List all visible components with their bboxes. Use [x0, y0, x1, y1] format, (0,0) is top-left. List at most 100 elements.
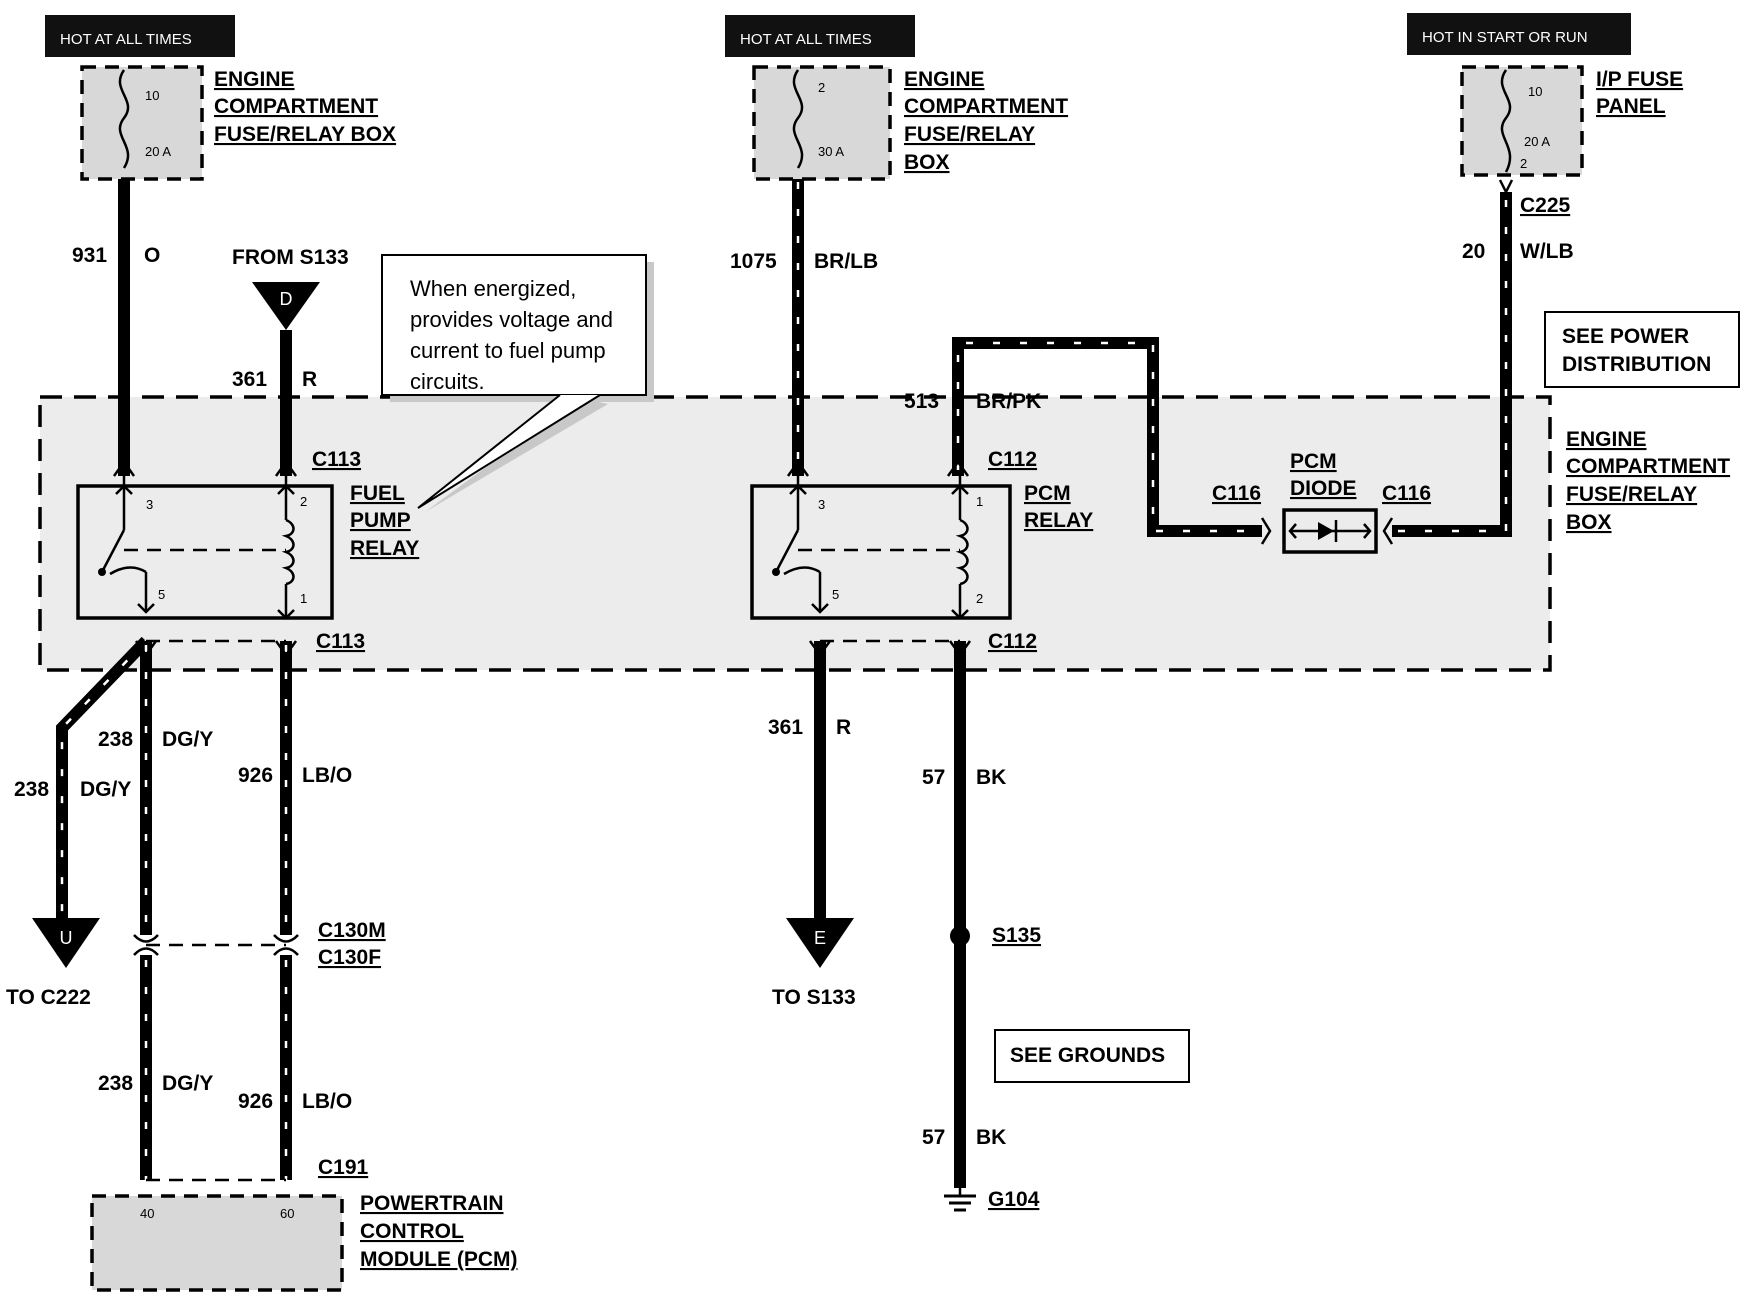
fuse-right-top: 10	[1528, 84, 1542, 99]
fuse-left-top: 10	[145, 88, 159, 103]
wire-931-circuit: 931	[72, 244, 107, 267]
wire-57-a-circuit: 57	[922, 766, 945, 789]
header-right: HOT IN START OR RUN	[1407, 13, 1631, 55]
callout-line-4: circuits.	[410, 369, 485, 394]
fuse-middle-link-icon	[792, 69, 804, 169]
to-c222-label: TO C222	[6, 986, 91, 1009]
header-left: HOT AT ALL TIMES	[45, 15, 235, 57]
wire-238-u-circuit: 238	[14, 778, 49, 801]
wire-926-b-circuit: 926	[238, 1090, 273, 1113]
from-s133-label: FROM S133	[232, 246, 349, 269]
c113-top-label: C113	[312, 448, 361, 471]
c130f-label: C130F	[318, 946, 381, 969]
zone-label-2: COMPARTMENT	[1566, 455, 1730, 478]
wire-1075-circuit: 1075	[730, 250, 777, 273]
fuse-left: 10 20 A	[80, 65, 204, 181]
callout-line-2: provides voltage and	[410, 307, 613, 332]
fuse-middle-rating: 30 A	[818, 144, 844, 159]
pcm-relay-pin-5: 5	[832, 587, 839, 602]
header-left-text: HOT AT ALL TIMES	[60, 31, 192, 48]
fuel-pump-relay-name-3: RELAY	[350, 537, 419, 560]
c112-bottom-label: C112	[988, 630, 1037, 653]
fuse-left-rating: 20 A	[145, 144, 171, 159]
see-grounds-text: SEE GROUNDS	[1010, 1044, 1165, 1067]
terminal-u-letter: U	[60, 928, 73, 948]
wire-926-b-color: LB/O	[302, 1090, 352, 1113]
wire-926-a-color: LB/O	[302, 764, 352, 787]
pcm-relay: 3 1 5 2	[750, 476, 1012, 620]
to-c222-terminal: U	[32, 918, 100, 968]
wire-361-out-color: R	[836, 716, 851, 739]
fuse-left-name-2: COMPARTMENT	[214, 95, 378, 118]
header-right-text: HOT IN START OR RUN	[1422, 29, 1588, 46]
fuse-left-name-1: ENGINE	[214, 68, 295, 91]
wire-57-a-color: BK	[976, 766, 1006, 789]
see-grounds-box: SEE GROUNDS	[994, 1029, 1190, 1083]
fuel-pump-relay-name-2: PUMP	[350, 509, 411, 532]
pcm-diode-name-2: DIODE	[1290, 477, 1357, 500]
wire-238-b-circuit: 238	[98, 1072, 133, 1095]
wire-931-color: O	[144, 244, 160, 267]
zone-label-1: ENGINE	[1566, 428, 1647, 451]
fuel-pump-relay: 3 2 5 1	[76, 476, 334, 620]
pcm-diode-name-1: PCM	[1290, 450, 1337, 473]
wire-238-a-color: DG/Y	[162, 728, 213, 751]
fuel-pump-relay-pin-3: 3	[146, 497, 153, 512]
ground-g104-icon	[944, 1188, 976, 1212]
wire-238-a-circuit: 238	[98, 728, 133, 751]
wire-238-u	[56, 636, 151, 925]
wire-20-circuit: 20	[1462, 240, 1485, 263]
fuse-middle-name-4: BOX	[904, 151, 950, 174]
pcm-relay-name-2: RELAY	[1024, 509, 1093, 532]
wire-361-out-circuit: 361	[768, 716, 803, 739]
fuse-right-name-1: I/P FUSE	[1596, 68, 1683, 91]
c116-left-label: C116	[1212, 482, 1261, 505]
c113-bottom-label: C113	[316, 630, 365, 653]
wire-57-b-color: BK	[976, 1126, 1006, 1149]
wire-57-b-circuit: 57	[922, 1126, 945, 1149]
fuel-pump-relay-coil-icon	[281, 518, 295, 586]
pcm-relay-pin-1: 1	[976, 494, 983, 509]
wire-20-color: W/LB	[1520, 240, 1574, 263]
wire-361-in-circuit: 361	[232, 368, 267, 391]
c116-right-label: C116	[1382, 482, 1431, 505]
see-power-line-2: DISTRIBUTION	[1562, 353, 1711, 376]
wire-1075-color: BR/LB	[814, 250, 878, 273]
fuse-right-name-2: PANEL	[1596, 95, 1666, 118]
callout-line-3: current to fuel pump	[410, 338, 606, 363]
connector-marks	[112, 179, 1514, 956]
pcm-relay-name-1: PCM	[1024, 482, 1071, 505]
splice-s135	[950, 926, 970, 946]
header-middle-text: HOT AT ALL TIMES	[740, 31, 872, 48]
wire-238-u-color: DG/Y	[80, 778, 131, 801]
fuse-middle-top: 2	[818, 80, 825, 95]
wire-513-circuit: 513	[904, 390, 939, 413]
pcm-module: 40 60	[90, 1194, 344, 1292]
callout-line-1: When energized,	[410, 276, 576, 301]
see-power-line-1: SEE POWER	[1562, 325, 1689, 348]
fuel-pump-relay-name-1: FUEL	[350, 482, 405, 505]
pcm-relay-pin-2: 2	[976, 591, 983, 606]
pcm-relay-pin-3: 3	[818, 497, 825, 512]
fuse-left-name-3: FUSE/RELAY BOX	[214, 123, 396, 146]
fuse-right-link-icon	[1500, 69, 1512, 173]
from-s133-terminal: D	[252, 282, 320, 330]
terminal-d-letter: D	[280, 289, 293, 309]
s135-label: S135	[992, 924, 1041, 947]
relay-callout: When energized, provides voltage and cur…	[381, 254, 654, 512]
c225-label: C225	[1520, 194, 1571, 217]
fuse-left-link-icon	[118, 69, 130, 169]
wire-513-color: BR/PK	[976, 390, 1041, 413]
zone-label-4: BOX	[1566, 511, 1612, 534]
fuse-middle: 2 30 A	[752, 65, 892, 181]
pcm-diode	[1260, 508, 1394, 554]
pcm-pin-40: 40	[140, 1206, 154, 1221]
pcm-relay-coil-icon	[955, 518, 969, 586]
fuse-middle-name-3: FUSE/RELAY	[904, 123, 1035, 146]
to-s133-terminal: E	[786, 918, 854, 968]
diode-icon	[1318, 522, 1334, 540]
fuel-pump-relay-pin-1: 1	[300, 591, 307, 606]
zone-label-3: FUSE/RELAY	[1566, 483, 1697, 506]
g104-label: G104	[988, 1188, 1040, 1211]
